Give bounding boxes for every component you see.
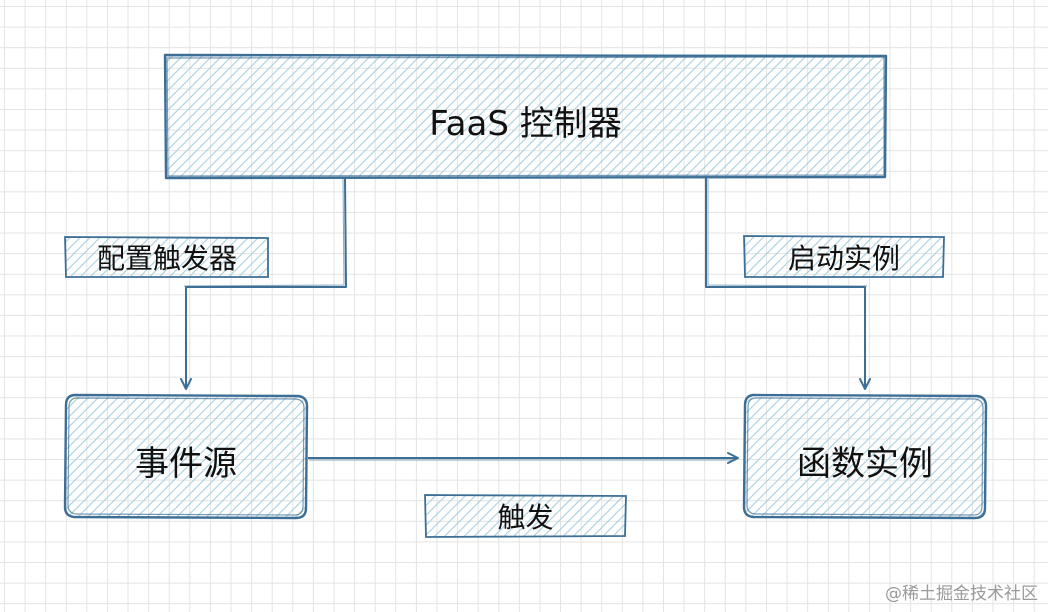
- controller-box: [163, 53, 888, 180]
- edge-event-source-to-function-instance: [308, 452, 739, 464]
- event-source-box: [63, 393, 309, 520]
- function-instance-label: 函数实例: [797, 444, 933, 484]
- start-instance-label: 启动实例: [787, 242, 900, 275]
- edge-controller-to-event-source: [180, 177, 347, 390]
- event-source-label: 事件源: [135, 444, 237, 484]
- trigger-label-box: [424, 494, 627, 538]
- function-instance-box: [742, 393, 988, 520]
- controller-label: FaaS 控制器: [429, 104, 622, 144]
- configure-trigger-label-box: [64, 236, 269, 278]
- configure-trigger-label: 配置触发器: [96, 242, 237, 275]
- start-instance-label-box: [743, 235, 945, 278]
- trigger-label: 触发: [497, 501, 554, 534]
- watermark: @稀土掘金技术社区: [885, 584, 1038, 604]
- edge-controller-to-function-instance: [705, 178, 871, 390]
